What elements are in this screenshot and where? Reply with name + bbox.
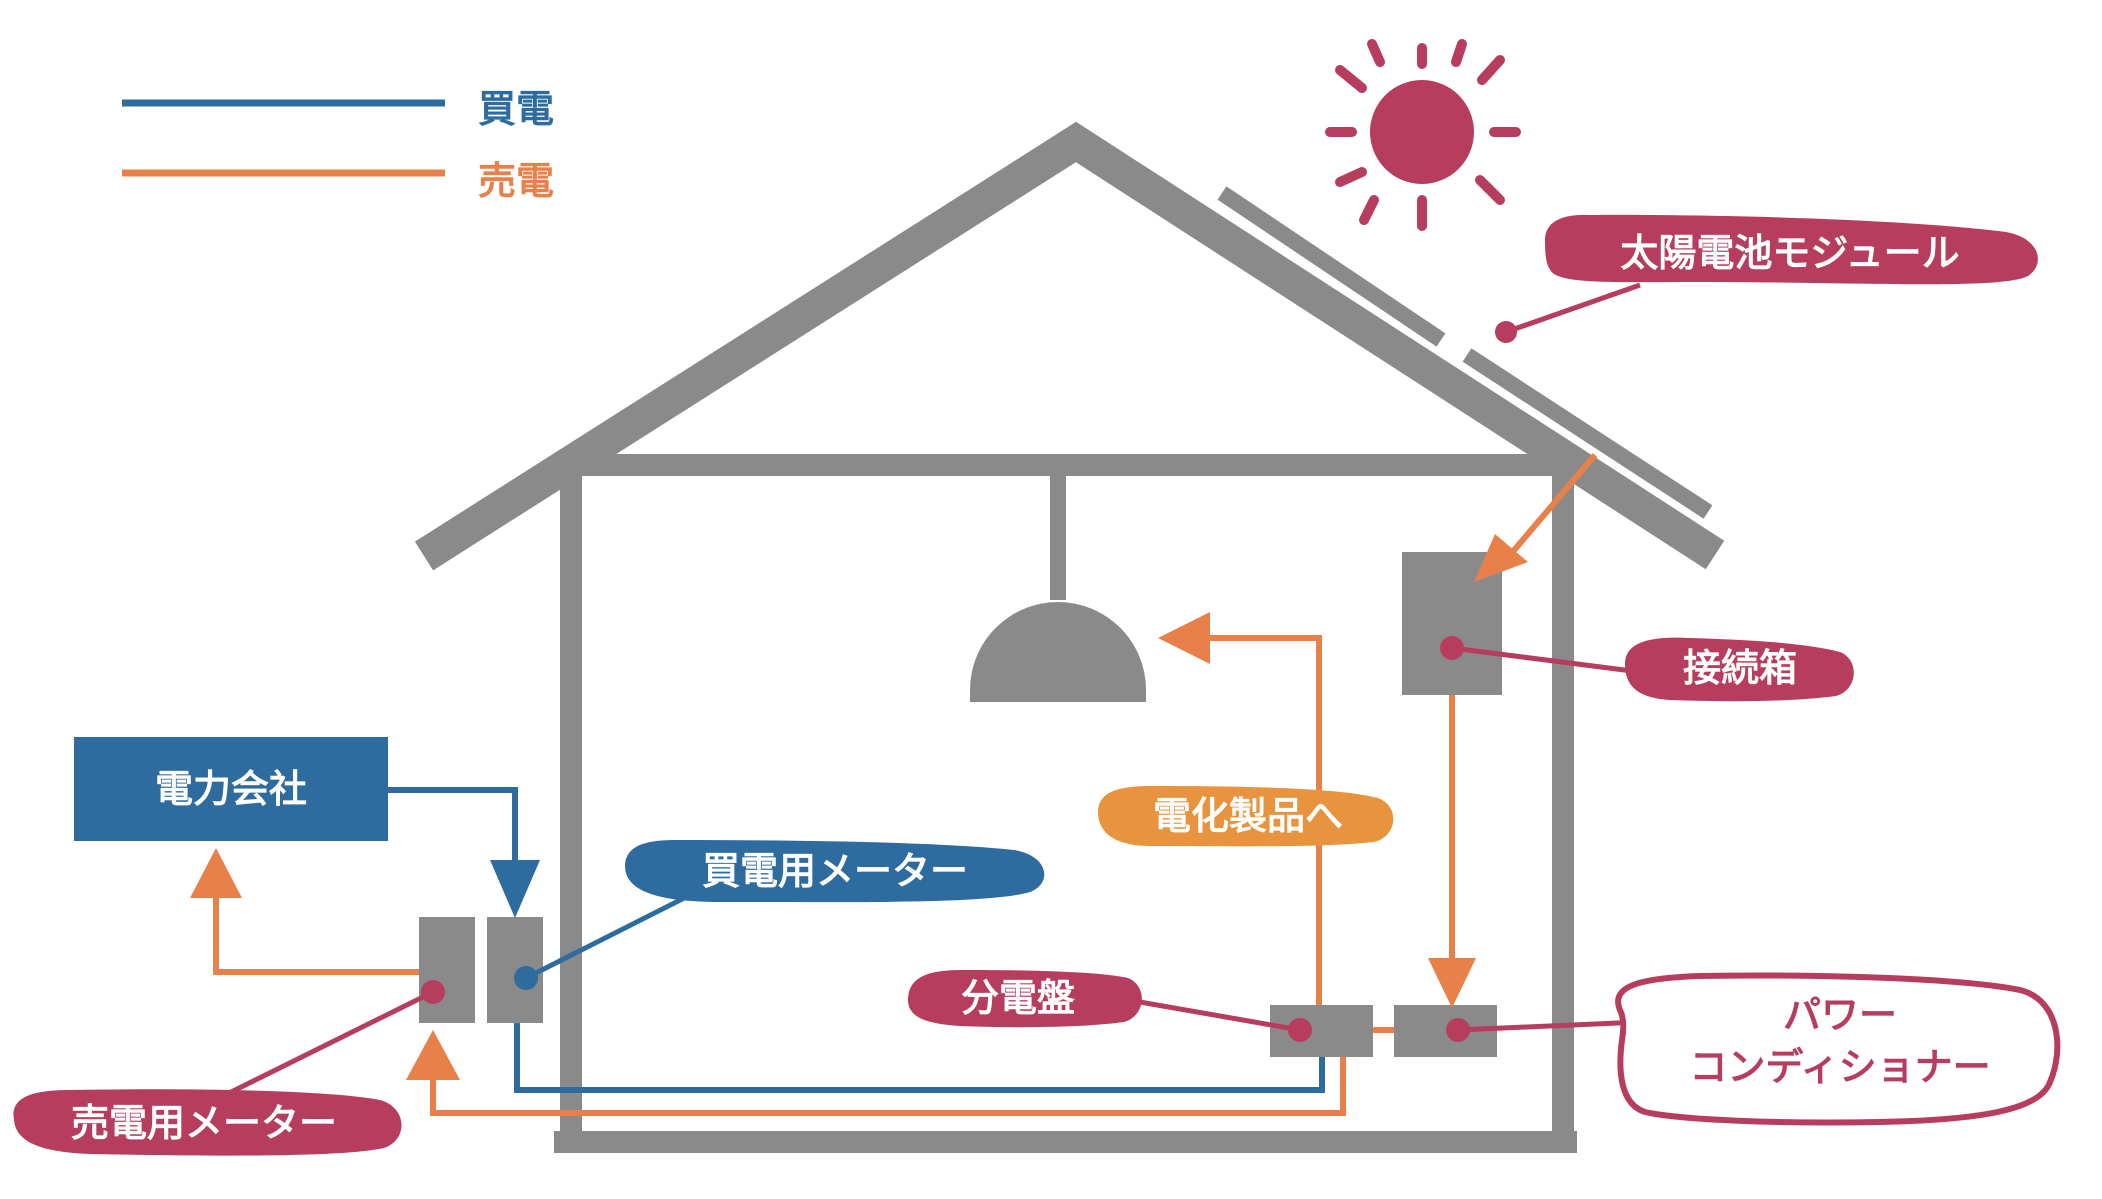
connectors [213,282,1641,1103]
legend-buy-label: 買電 [478,87,554,131]
sell-flow [213,453,1598,1116]
buy-flow [388,787,1325,1093]
arrow-to-buy-meter [490,860,540,918]
arrow-to-power-company [190,848,242,898]
power-conditioner-label-line1: パワー [1783,993,1897,1037]
junction-box-label-bg [1625,637,1854,702]
legend: 買電 売電 [122,87,554,203]
distribution-board-label-bg [908,970,1142,1028]
solar-panel-upper [1217,186,1446,347]
house [414,121,1725,1153]
ceiling-lamp-icon [970,470,1146,702]
distribution-board [1270,1005,1373,1057]
solar-module-label: 太陽電池モジュール [1620,231,1959,275]
arrow-to-conditioner [1428,958,1476,1008]
arrow-to-sell-meter [406,1030,460,1080]
appliances-label: 電化製品へ [1153,794,1343,838]
roof [414,121,1725,571]
sun-icon [1325,39,1521,231]
arrow-to-junction-box [1474,534,1528,582]
power-conditioner-label-bg [1615,972,2061,1126]
power-company-label: 電力会社 [155,767,307,811]
connector-dots [421,321,1517,1042]
distribution-board-label: 分電盤 [961,976,1075,1020]
solar-panel-lower [1462,348,1713,519]
buy-meter-label: 買電用メーター [702,849,968,893]
legend-sell-label: 売電 [478,159,554,203]
sell-meter-label: 売電用メーター [71,1101,337,1145]
sell-flow-arrowheads [190,534,1528,1080]
sell-meter-label-bg [13,1089,402,1156]
buy-meter-label-bg [625,840,1045,903]
appliances-label-bg [1098,786,1394,847]
arrow-to-appliances [1158,612,1210,664]
solar-module-label-bg [1545,214,2038,285]
junction-box-label: 接続箱 [1683,646,1797,690]
sell-meter [419,917,475,1023]
power-company-box [74,737,388,841]
power-conditioner-label-line2: コンディショナー [1689,1045,1990,1089]
